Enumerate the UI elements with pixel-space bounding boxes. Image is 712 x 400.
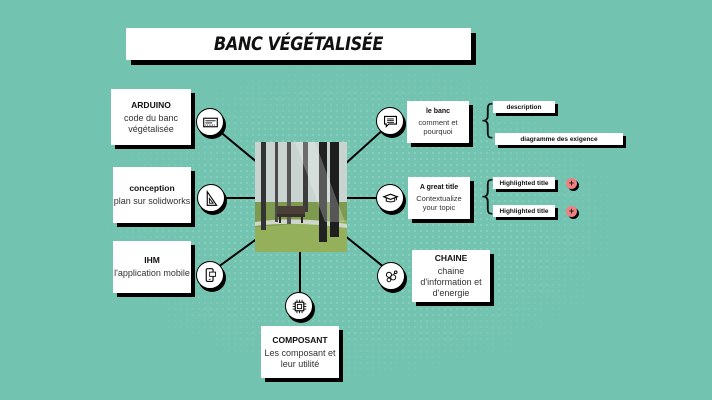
page-title: BANC VÉGÉTALISÉE (213, 33, 384, 55)
subtopic-highlighted-2[interactable]: Highlighted title (493, 205, 555, 217)
topic-subtitle: comment et pourquoi (418, 118, 458, 136)
subtopic-description[interactable]: description (493, 101, 555, 113)
topic-composant[interactable]: COMPOSANT Les composant et leur utilité (261, 326, 339, 378)
title-banner[interactable]: BANC VÉGÉTALISÉE (126, 28, 471, 60)
molecule-icon[interactable] (377, 262, 405, 290)
topic-title: IHM (144, 255, 160, 265)
plus-button[interactable]: + (566, 178, 577, 189)
topic-title: COMPOSANT (272, 334, 328, 345)
park-bench-photo (255, 142, 347, 252)
topic-subtitle: chaine d'information et d'energie (420, 266, 482, 298)
graduation-cap-icon[interactable] (376, 184, 404, 212)
topic-subtitle: plan sur solidworks (113, 196, 191, 206)
topic-ihm[interactable]: IHM l'application mobile (113, 241, 191, 293)
topic-title: conception (129, 183, 175, 193)
topic-title: CHAINE (434, 253, 468, 263)
topic-great-title[interactable]: A great title Contextualize your topic (408, 177, 470, 219)
topic-title: A great title (419, 184, 459, 191)
topic-subtitle: code du banc végétalisée (123, 112, 179, 134)
keyboard-icon[interactable] (196, 108, 224, 136)
topic-title: le banc (425, 108, 451, 115)
speech-bubble-icon[interactable] (376, 107, 404, 135)
set-square-icon[interactable] (197, 184, 225, 212)
topic-conception[interactable]: conception plan sur solidworks (113, 167, 191, 223)
topic-subtitle: Les composant et leur utilité (264, 347, 336, 369)
topic-chaine[interactable]: CHAINE chaine d'information et d'energie (412, 250, 490, 302)
topic-title: ARDUINO (131, 99, 171, 110)
mobile-chat-icon[interactable] (196, 261, 224, 289)
subtopic-highlighted-1[interactable]: Highlighted title (493, 177, 555, 189)
chip-icon[interactable] (285, 292, 313, 320)
topic-subtitle: l'application mobile (114, 268, 190, 278)
subtopic-diagramme[interactable]: diagramme des exigence (495, 133, 623, 145)
topic-subtitle: Contextualize your topic (416, 194, 462, 212)
topic-arduino[interactable]: ARDUINO code du banc végétalisée (111, 89, 191, 145)
plus-button[interactable]: + (566, 206, 577, 217)
center-image[interactable] (255, 142, 347, 252)
topic-le-banc[interactable]: le banc comment et pourquoi (407, 101, 469, 143)
